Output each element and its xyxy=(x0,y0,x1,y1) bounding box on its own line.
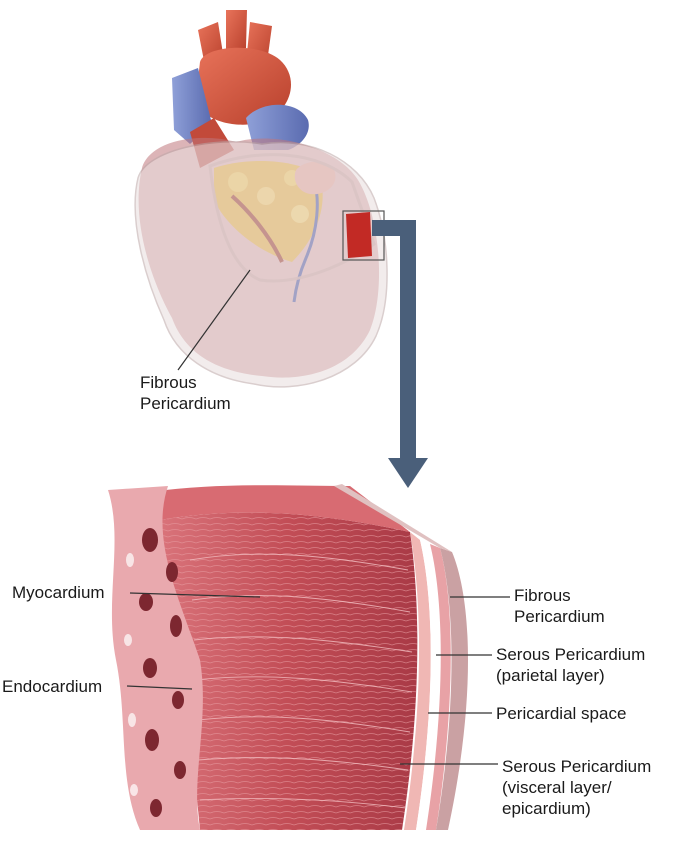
vessel-branch-1 xyxy=(226,10,247,52)
label-myocardium: Myocardium xyxy=(12,583,105,602)
leader-fibrous-top xyxy=(177,269,251,371)
pericardial-sac xyxy=(134,141,388,388)
label-line: epicardium) xyxy=(502,799,591,818)
label-endocardium: Endocardium xyxy=(2,677,103,696)
label-line: (visceral layer/ xyxy=(502,778,612,797)
label-line: Serous Pericardium xyxy=(502,757,652,776)
fibrous-layer xyxy=(436,548,468,830)
cut-window xyxy=(346,212,372,258)
pericardial-space-layer xyxy=(416,540,441,830)
label-pericardial-space: Pericardial space xyxy=(496,704,627,723)
label-line: Serous Pericardium xyxy=(496,645,646,664)
aortic-arch xyxy=(196,47,292,125)
label-line: Fibrous xyxy=(514,586,571,605)
label-serous-parietal: Serous Pericardium (parietal layer) xyxy=(496,644,645,686)
label-line: Pericardium xyxy=(140,394,231,413)
label-line: Fibrous xyxy=(140,373,197,392)
visceral-layer xyxy=(404,532,431,830)
heart-wall-section xyxy=(108,484,468,830)
label-serous-visceral: Serous Pericardium (visceral layer/ epic… xyxy=(502,756,651,819)
trabecular-holes xyxy=(139,528,186,817)
top-face xyxy=(150,485,410,532)
label-fibrous-pericardium-right: Fibrous Pericardium xyxy=(514,585,605,627)
leader-endocardium xyxy=(126,685,193,690)
label-fibrous-pericardium-top: Fibrous Pericardium xyxy=(140,372,231,414)
parietal-layer xyxy=(426,544,451,830)
label-line: (parietal layer) xyxy=(496,666,605,685)
endocardium-trabeculae xyxy=(108,486,203,830)
heart-illustration xyxy=(134,10,388,388)
leader-myocardium xyxy=(129,592,261,598)
label-line: Pericardium xyxy=(514,607,605,626)
zoom-arrow xyxy=(372,220,428,488)
